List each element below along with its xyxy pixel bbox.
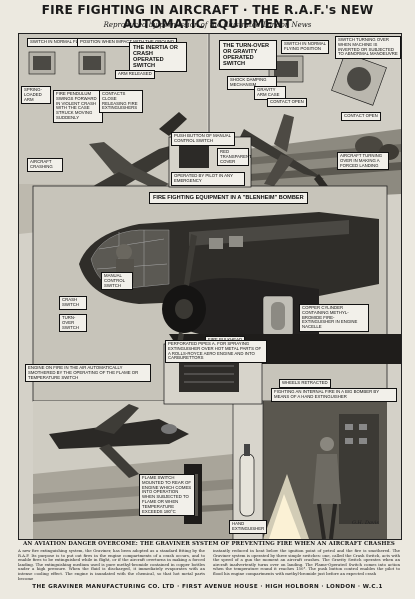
label-engine-on-fire: ENGINE ON FIRE IN THE AIR AUTOMATICALLY … — [25, 364, 151, 383]
label-copper-cylinder: COPPER CYLINDER CONTAINING METHYL-BROMID… — [299, 304, 369, 332]
label-contact-open: CONTACT OPEN — [267, 98, 307, 107]
label-fighting-internal: FIGHTING AN INTERNAL FIRE IN A BIG BOMBE… — [271, 388, 397, 402]
body-text: A new fire extinguishing system, the Gra… — [18, 549, 400, 580]
label-red-transparent: RED TRANSPARENT COVER — [217, 148, 252, 167]
label-contacts-close: CONTACTS CLOSE RELEASING FIRE EXTINGUISH… — [99, 90, 143, 114]
label-perforated-pipes: PERFORATED PIPES A. FOR SPRAYING EXTINGU… — [165, 340, 267, 364]
label-turn-over-switch: THE TURN-OVER OR GRAVITY OPERATED SWITCH — [219, 40, 277, 70]
artist-signature: G.H. Davis — [352, 520, 379, 526]
label-shock-damping: SHOCK DAMPING MECHANISM — [227, 76, 277, 90]
illustration-panel: SWITCH IN NORMAL FLYING POSITION POSITIO… — [18, 33, 402, 540]
label-wheels-retracted: WHEELS RETRACTED — [279, 379, 331, 388]
page-subtitle: Reproduced by permission of the Illustra… — [103, 21, 312, 29]
label-contact-open-2: CONTACT OPEN — [341, 112, 381, 121]
label-manual-switch: MANUAL CONTROL SWITCH — [101, 272, 133, 291]
main-caption: AN AVIATION DANGER OVERCOME: THE GRAVINE… — [23, 541, 395, 547]
label-switch-turning-over: SWITCH TURNING OVER WHEN MACHINE IS INVE… — [335, 36, 401, 60]
label-switch-normal-right: SWITCH IN NORMAL FLYING POSITION — [281, 40, 329, 54]
body-column-left: A new fire extinguishing system, the Gra… — [18, 549, 205, 580]
body-column-right: instantly reduced in heat below the igni… — [213, 549, 400, 576]
label-aircraft-crashing: AIRCRAFT CRASHING — [27, 158, 63, 172]
label-inertia-switch: THE INERTIA OR CRASH OPERATED SWITCH — [129, 42, 187, 72]
label-hand-extinguisher: HAND EXTINGUISHER — [229, 520, 267, 534]
label-pendulum-swings: FIRE PENDULUM SWINGS FORWARD IN VIOLENT … — [53, 90, 103, 123]
label-crash-switch: CRASH SWITCH — [59, 296, 87, 310]
label-turn-over-short: TURN-OVER SWITCH — [59, 314, 87, 333]
footer-imprint: THE GRAVINER MANUFACTURING CO. LTD · FIR… — [32, 584, 383, 590]
label-flame-switch: FLAME SWITCH MOUNTED TO REAR OF ENGINE W… — [139, 474, 195, 517]
label-blenheim: FIRE FIGHTING EQUIPMENT IN A "BLENHEIM" … — [149, 192, 308, 204]
label-operated-by-pilot: OPERATED BY PILOT IN ANY EMERGENCY — [171, 172, 245, 186]
label-gravity-arm: GRAVITY ARM CASE — [254, 86, 286, 100]
page-title: FIRE FIGHTING IN AIRCRAFT · THE R.A.F.'s… — [41, 3, 374, 31]
label-spring-loaded-arm: SPRING-LOADED ARM — [21, 86, 51, 105]
label-aircraft-turning: AIRCRAFT TURNING OVER IN MAKING A FORCED… — [337, 152, 389, 171]
label-push-button: PUSH BUTTON OF MANUAL CONTROL SWITCH — [171, 132, 235, 146]
label-arm-released: ARM RELEASED — [115, 70, 155, 79]
